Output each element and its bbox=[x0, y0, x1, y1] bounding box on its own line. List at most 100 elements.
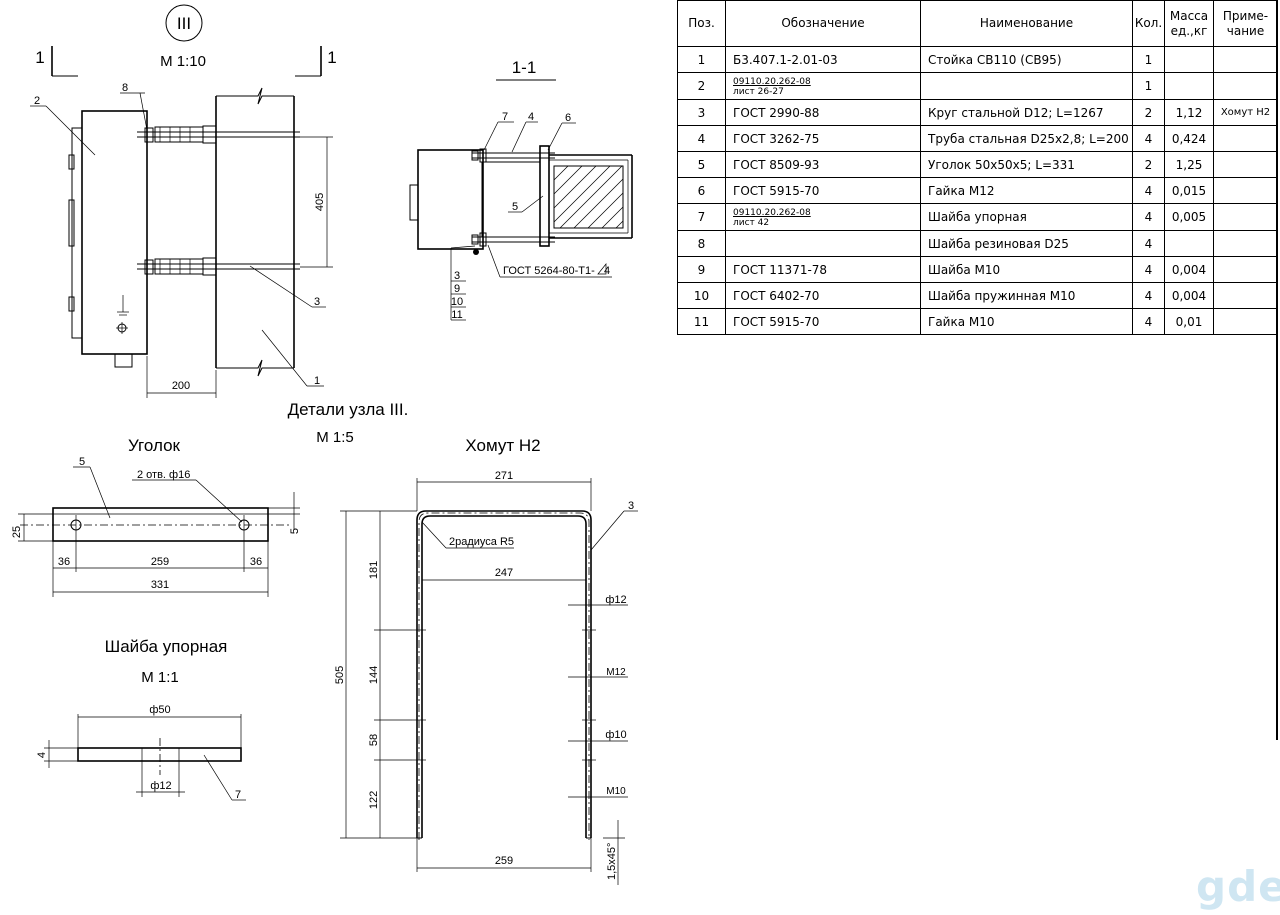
dim-4: 4 bbox=[36, 752, 48, 758]
washer-detail: Шайба упорная М 1:1 4 ф50 ф12 7 bbox=[36, 637, 246, 801]
cell-note bbox=[1213, 230, 1278, 257]
cell-qty: 4 bbox=[1132, 308, 1165, 335]
angle-detail: Уголок 25 5 36 259 36 331 5 2 отв bbox=[11, 436, 301, 597]
node-iii-view: III М 1:10 1 1 bbox=[30, 4, 337, 398]
watermark-logo: gde bbox=[1196, 862, 1280, 911]
cell-qty: 2 bbox=[1132, 99, 1165, 126]
cell-name: Шайба М10 bbox=[920, 256, 1133, 283]
leader-s-11: 11 bbox=[451, 309, 462, 321]
cell-mass: 0,005 bbox=[1164, 203, 1214, 231]
leader-2: 2 bbox=[34, 95, 40, 107]
cell-designation: ГОСТ 8509-93 bbox=[725, 151, 921, 178]
cell-note bbox=[1213, 308, 1278, 335]
cell-designation: ГОСТ 11371-78 bbox=[725, 256, 921, 283]
specification-table: Поз. Обозначение Наименование Кол. Масса… bbox=[677, 0, 1278, 335]
cell-note bbox=[1213, 151, 1278, 178]
dim-259-angle: 259 bbox=[151, 556, 169, 568]
cell-name: Круг стальной D12; L=1267 bbox=[920, 99, 1133, 126]
leader-8: 8 bbox=[122, 82, 128, 94]
cell-mass: 0,004 bbox=[1164, 256, 1214, 283]
cell-mass bbox=[1164, 230, 1214, 257]
leader-angle-5: 5 bbox=[79, 456, 85, 468]
dim-25: 25 bbox=[11, 526, 23, 538]
cell-mass: 1,12 bbox=[1164, 99, 1214, 126]
cell-name bbox=[920, 72, 1133, 100]
cell-designation: ГОСТ 3262-75 bbox=[725, 125, 921, 152]
leader-s-5: 5 bbox=[512, 201, 518, 213]
cell-pos: 10 bbox=[677, 282, 726, 309]
cell-pos: 5 bbox=[677, 151, 726, 178]
cell-mass bbox=[1164, 72, 1214, 100]
cell-note bbox=[1213, 177, 1278, 204]
cell-pos: 3 bbox=[677, 99, 726, 126]
cell-designation: Б3.407.1-2.01-03 bbox=[725, 46, 921, 73]
leader-1: 1 bbox=[314, 375, 320, 387]
cell-qty: 2 bbox=[1132, 151, 1165, 178]
dim-d50: ф50 bbox=[149, 704, 170, 716]
dim-259-clamp: 259 bbox=[495, 855, 513, 867]
dim-36-right: 36 bbox=[250, 556, 262, 568]
dim-58: 58 bbox=[368, 734, 380, 746]
dim-505: 505 bbox=[334, 666, 346, 684]
cell-name: Уголок 50х50х5; L=331 bbox=[920, 151, 1133, 178]
node-scale: М 1:10 bbox=[160, 53, 206, 70]
details-scale: М 1:5 bbox=[316, 429, 354, 446]
cell-name: Шайба резиновая D25 bbox=[920, 230, 1133, 257]
upper-rod bbox=[137, 125, 300, 144]
cell-designation: ГОСТ 2990-88 bbox=[725, 99, 921, 126]
dim-5: 5 bbox=[289, 528, 301, 534]
cell-name: Шайба упорная bbox=[920, 203, 1133, 231]
cell-note bbox=[1213, 282, 1278, 309]
washer-title: Шайба упорная bbox=[105, 637, 228, 656]
cell-mass: 0,015 bbox=[1164, 177, 1214, 204]
dim-m10: М10 bbox=[606, 786, 626, 797]
cell-mass: 0,424 bbox=[1164, 125, 1214, 152]
cell-mass: 0,004 bbox=[1164, 282, 1214, 309]
cell-name: Шайба пружинная М10 bbox=[920, 282, 1133, 309]
header-note: Приме-чание bbox=[1213, 0, 1278, 47]
dim-200: 200 bbox=[172, 380, 190, 392]
cell-note: Хомут Н2 bbox=[1213, 99, 1278, 126]
cell-note bbox=[1213, 72, 1278, 100]
section-1-1-view: 1-1 bbox=[409, 58, 633, 321]
cell-name: Стойка СВ110 (СВ95) bbox=[920, 46, 1133, 73]
table-header: Поз. Обозначение Наименование Кол. Масса… bbox=[677, 0, 1278, 47]
leader-3: 3 bbox=[314, 296, 320, 308]
dim-331: 331 bbox=[151, 579, 169, 591]
cell-qty: 4 bbox=[1132, 125, 1165, 152]
cell-pos: 4 bbox=[677, 125, 726, 152]
dim-d12-clamp: ф12 bbox=[605, 594, 626, 606]
leader-s-4: 4 bbox=[528, 111, 534, 123]
section-mark-left: 1 bbox=[35, 48, 44, 67]
dim-181: 181 bbox=[368, 561, 380, 579]
leader-s-9: 9 bbox=[454, 283, 460, 295]
washer-scale: М 1:1 bbox=[141, 669, 179, 686]
dim-d12-washer: ф12 bbox=[150, 780, 171, 792]
cell-designation: ГОСТ 6402-70 bbox=[725, 282, 921, 309]
cell-note bbox=[1213, 203, 1278, 231]
cell-pos: 1 bbox=[677, 46, 726, 73]
radius-note: 2радиуса R5 bbox=[449, 536, 514, 548]
cell-qty: 4 bbox=[1132, 256, 1165, 283]
cell-qty: 4 bbox=[1132, 282, 1165, 309]
clamp-detail: Хомут Н2 271 247 3 2радиуса R5 bbox=[334, 436, 638, 885]
leader-s-7: 7 bbox=[502, 111, 508, 123]
cell-pos: 9 bbox=[677, 256, 726, 283]
cell-designation bbox=[725, 230, 921, 257]
cell-qty: 1 bbox=[1132, 72, 1165, 100]
frame-rule bbox=[1276, 0, 1278, 740]
cell-name: Гайка М10 bbox=[920, 308, 1133, 335]
leader-s-6: 6 bbox=[565, 112, 571, 124]
dim-144: 144 bbox=[368, 666, 380, 684]
header-qty: Кол. bbox=[1132, 0, 1165, 47]
